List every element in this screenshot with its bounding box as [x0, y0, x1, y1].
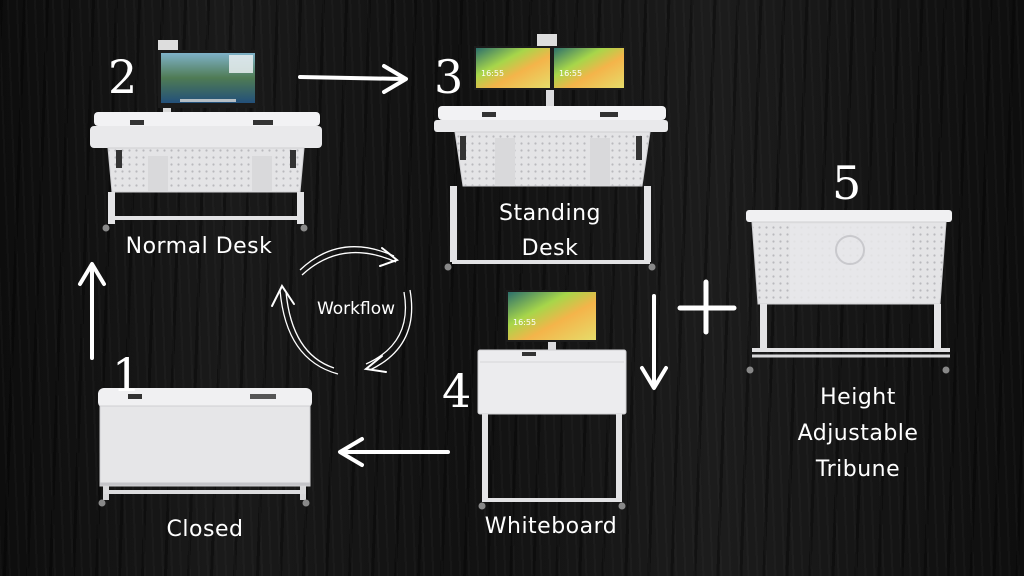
arrow-normal-to-standing — [298, 64, 408, 94]
step-number-5: 5 — [832, 156, 862, 210]
step-label-height: Height — [820, 385, 896, 410]
desk-whiteboard-image: 16:55 — [477, 290, 627, 510]
step-number-3: 3 — [434, 50, 464, 104]
step-label-tribune: Tribune — [815, 457, 901, 482]
step-label-adjustable: Adjustable — [797, 421, 919, 446]
step-label-standing: Standing — [498, 201, 601, 226]
step-label-desk: Desk — [521, 236, 579, 261]
step-number-4: 4 — [442, 364, 472, 418]
step-number-2: 2 — [108, 50, 138, 104]
desk-closed-image — [98, 388, 312, 507]
arrow-whiteboard-to-closed — [338, 437, 450, 467]
workflow-label: Workflow — [316, 299, 396, 319]
desk-standing-image: 16:55 16:55 — [434, 34, 668, 271]
screen-clock-right: 16:55 — [559, 69, 582, 78]
step-number-1: 1 — [112, 348, 142, 402]
step-label-closed: Closed — [166, 517, 244, 542]
workflow-cycle-arrows — [271, 246, 413, 375]
step-label-normal-desk: Normal Desk — [125, 234, 273, 259]
arrow-closed-to-normal — [78, 262, 106, 360]
screen-clock-whiteboard: 16:55 — [513, 318, 536, 327]
screen-clock-left: 16:55 — [481, 69, 504, 78]
plus-sign — [677, 279, 737, 335]
desk-tribune-image — [746, 210, 952, 374]
arrow-standing-to-whiteboard — [640, 294, 668, 390]
step-label-whiteboard: Whiteboard — [484, 514, 618, 539]
desk-normal-image — [90, 40, 322, 232]
